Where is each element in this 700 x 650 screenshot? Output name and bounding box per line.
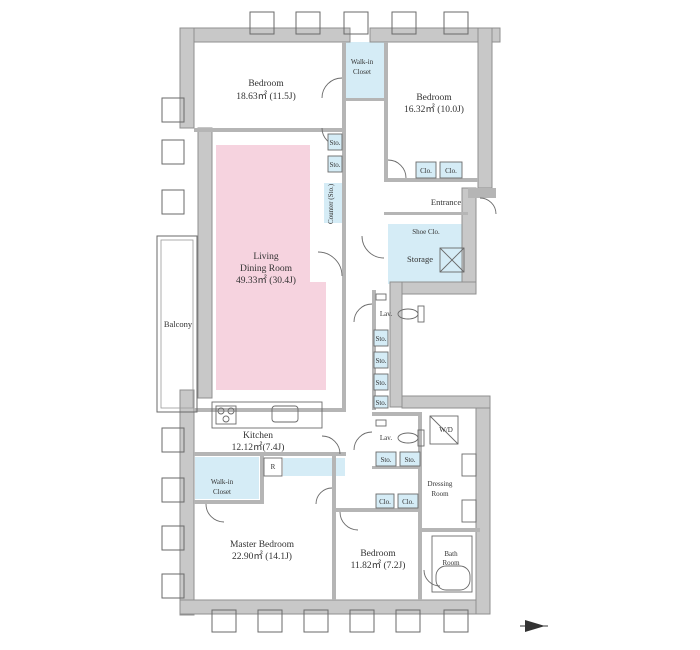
balcony-label: Balcony xyxy=(164,319,193,329)
living-line1: Living xyxy=(253,252,279,262)
living-area: 49.33㎡ (30.4J) xyxy=(236,275,296,286)
balcony: Balcony xyxy=(156,235,198,413)
sto-label: Sto. xyxy=(375,357,386,365)
bath-room-line1: Bath xyxy=(444,550,458,558)
living-highlight xyxy=(216,145,310,288)
clo-label: Clo. xyxy=(379,498,391,506)
hall-storage-fill xyxy=(283,458,345,476)
counter-storage-label: Counter (Sto.) xyxy=(327,183,335,224)
closets xyxy=(327,133,463,509)
walkin-closet-a-line2: Closet xyxy=(353,68,371,76)
refrigerator-label: R xyxy=(271,463,276,471)
toilets xyxy=(375,293,425,447)
interior-walls xyxy=(194,42,496,600)
living-highlight-lower xyxy=(216,282,326,390)
sink xyxy=(271,405,299,423)
bathtub xyxy=(435,565,471,591)
room-fills xyxy=(195,42,468,499)
bedroom-b-name: Bedroom xyxy=(416,93,452,103)
bedroom-a-area: 18.63㎡ (11.5J) xyxy=(236,91,296,102)
counter-storage-fill xyxy=(324,183,342,223)
sto-label: Sto. xyxy=(380,456,391,464)
sto-label: Sto. xyxy=(404,456,415,464)
walkin-closet-b-line2: Closet xyxy=(213,488,231,496)
kitchen-name: Kitchen xyxy=(243,431,273,441)
top-windows xyxy=(161,11,469,633)
master-bedroom-area: 22.90㎡ (14.1J) xyxy=(232,551,292,562)
north-arrow-icon xyxy=(520,620,548,632)
cooktop xyxy=(215,405,237,425)
bath-fixtures xyxy=(429,415,477,593)
lavatory-b-label: Lav. xyxy=(380,434,392,442)
clo-label: Clo. xyxy=(420,167,432,175)
bath-room-line2: Room xyxy=(442,559,460,567)
sto-label: Sto. xyxy=(375,335,386,343)
walkin-closet-b-fill xyxy=(195,457,259,499)
storage-fill xyxy=(388,238,468,284)
entrance-label: Entrance xyxy=(431,197,461,207)
washer-dryer-label: W/D xyxy=(439,426,453,434)
shoe-closet-label: Shoe Clo. xyxy=(412,228,440,236)
lavatory-a-label: Lav. xyxy=(380,310,392,318)
sto-label: Sto. xyxy=(375,379,386,387)
storage-cabinet xyxy=(439,247,465,273)
storage-label: Storage xyxy=(407,254,433,264)
clo-label: Clo. xyxy=(445,167,457,175)
shoe-closet-fill xyxy=(388,224,468,238)
exterior-walls xyxy=(179,27,501,616)
room-labels: Bedroom 18.63㎡ (11.5J) Walk-in Closet Be… xyxy=(211,58,464,571)
washer-dryer-box xyxy=(429,415,459,445)
sto-label: Sto. xyxy=(329,139,340,147)
kitchen-counter xyxy=(211,401,323,429)
bedroom-a-name: Bedroom xyxy=(248,79,284,89)
living-line2: Dining Room xyxy=(240,264,293,274)
master-bedroom-name: Master Bedroom xyxy=(230,540,295,550)
bedroom-b-area: 16.32㎡ (10.0J) xyxy=(404,104,464,115)
sto-label: Sto. xyxy=(329,161,340,169)
kitchen-area: 12.12㎡(7.4J) xyxy=(232,442,285,453)
refrigerator xyxy=(263,457,283,477)
balcony-rail xyxy=(156,235,198,413)
bedroom-c-name: Bedroom xyxy=(360,549,396,559)
clo-label: Clo. xyxy=(402,498,414,506)
bedroom-c-area: 11.82㎡ (7.2J) xyxy=(351,560,406,571)
walkin-closet-a-fill xyxy=(344,42,384,98)
dressing-room-line1: Dressing xyxy=(428,480,453,488)
storage-labels: Sto. Sto. Sto. Sto. Sto. Sto. Sto. Sto. … xyxy=(329,139,457,506)
sto-label: Sto. xyxy=(375,399,386,407)
walkin-closet-a-line1: Walk-in xyxy=(351,58,374,66)
dressing-room-line2: Room xyxy=(431,490,449,498)
walkin-closet-b-line1: Walk-in xyxy=(211,478,234,486)
